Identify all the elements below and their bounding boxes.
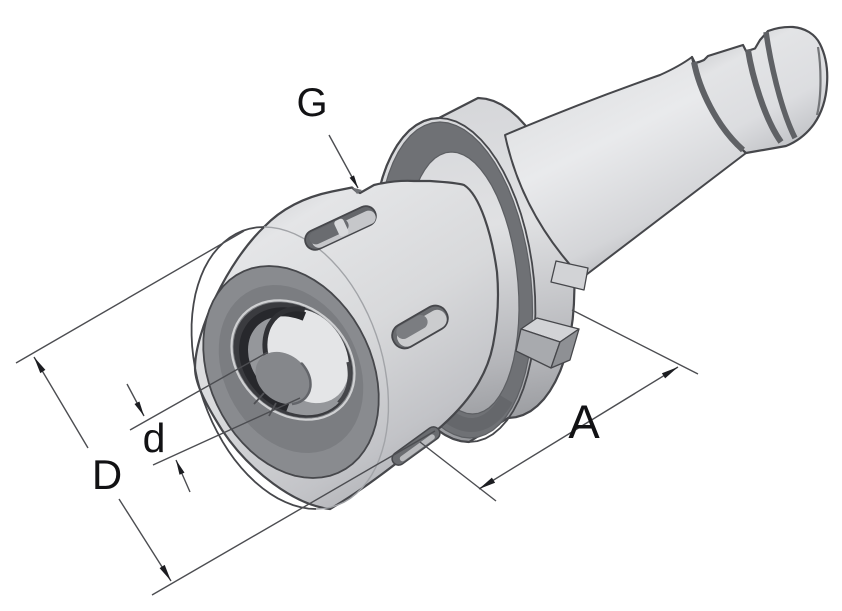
svg-text:G: G	[296, 81, 327, 125]
svg-text:A: A	[568, 395, 600, 448]
svg-text:D: D	[92, 451, 122, 498]
svg-text:d: d	[143, 415, 166, 461]
